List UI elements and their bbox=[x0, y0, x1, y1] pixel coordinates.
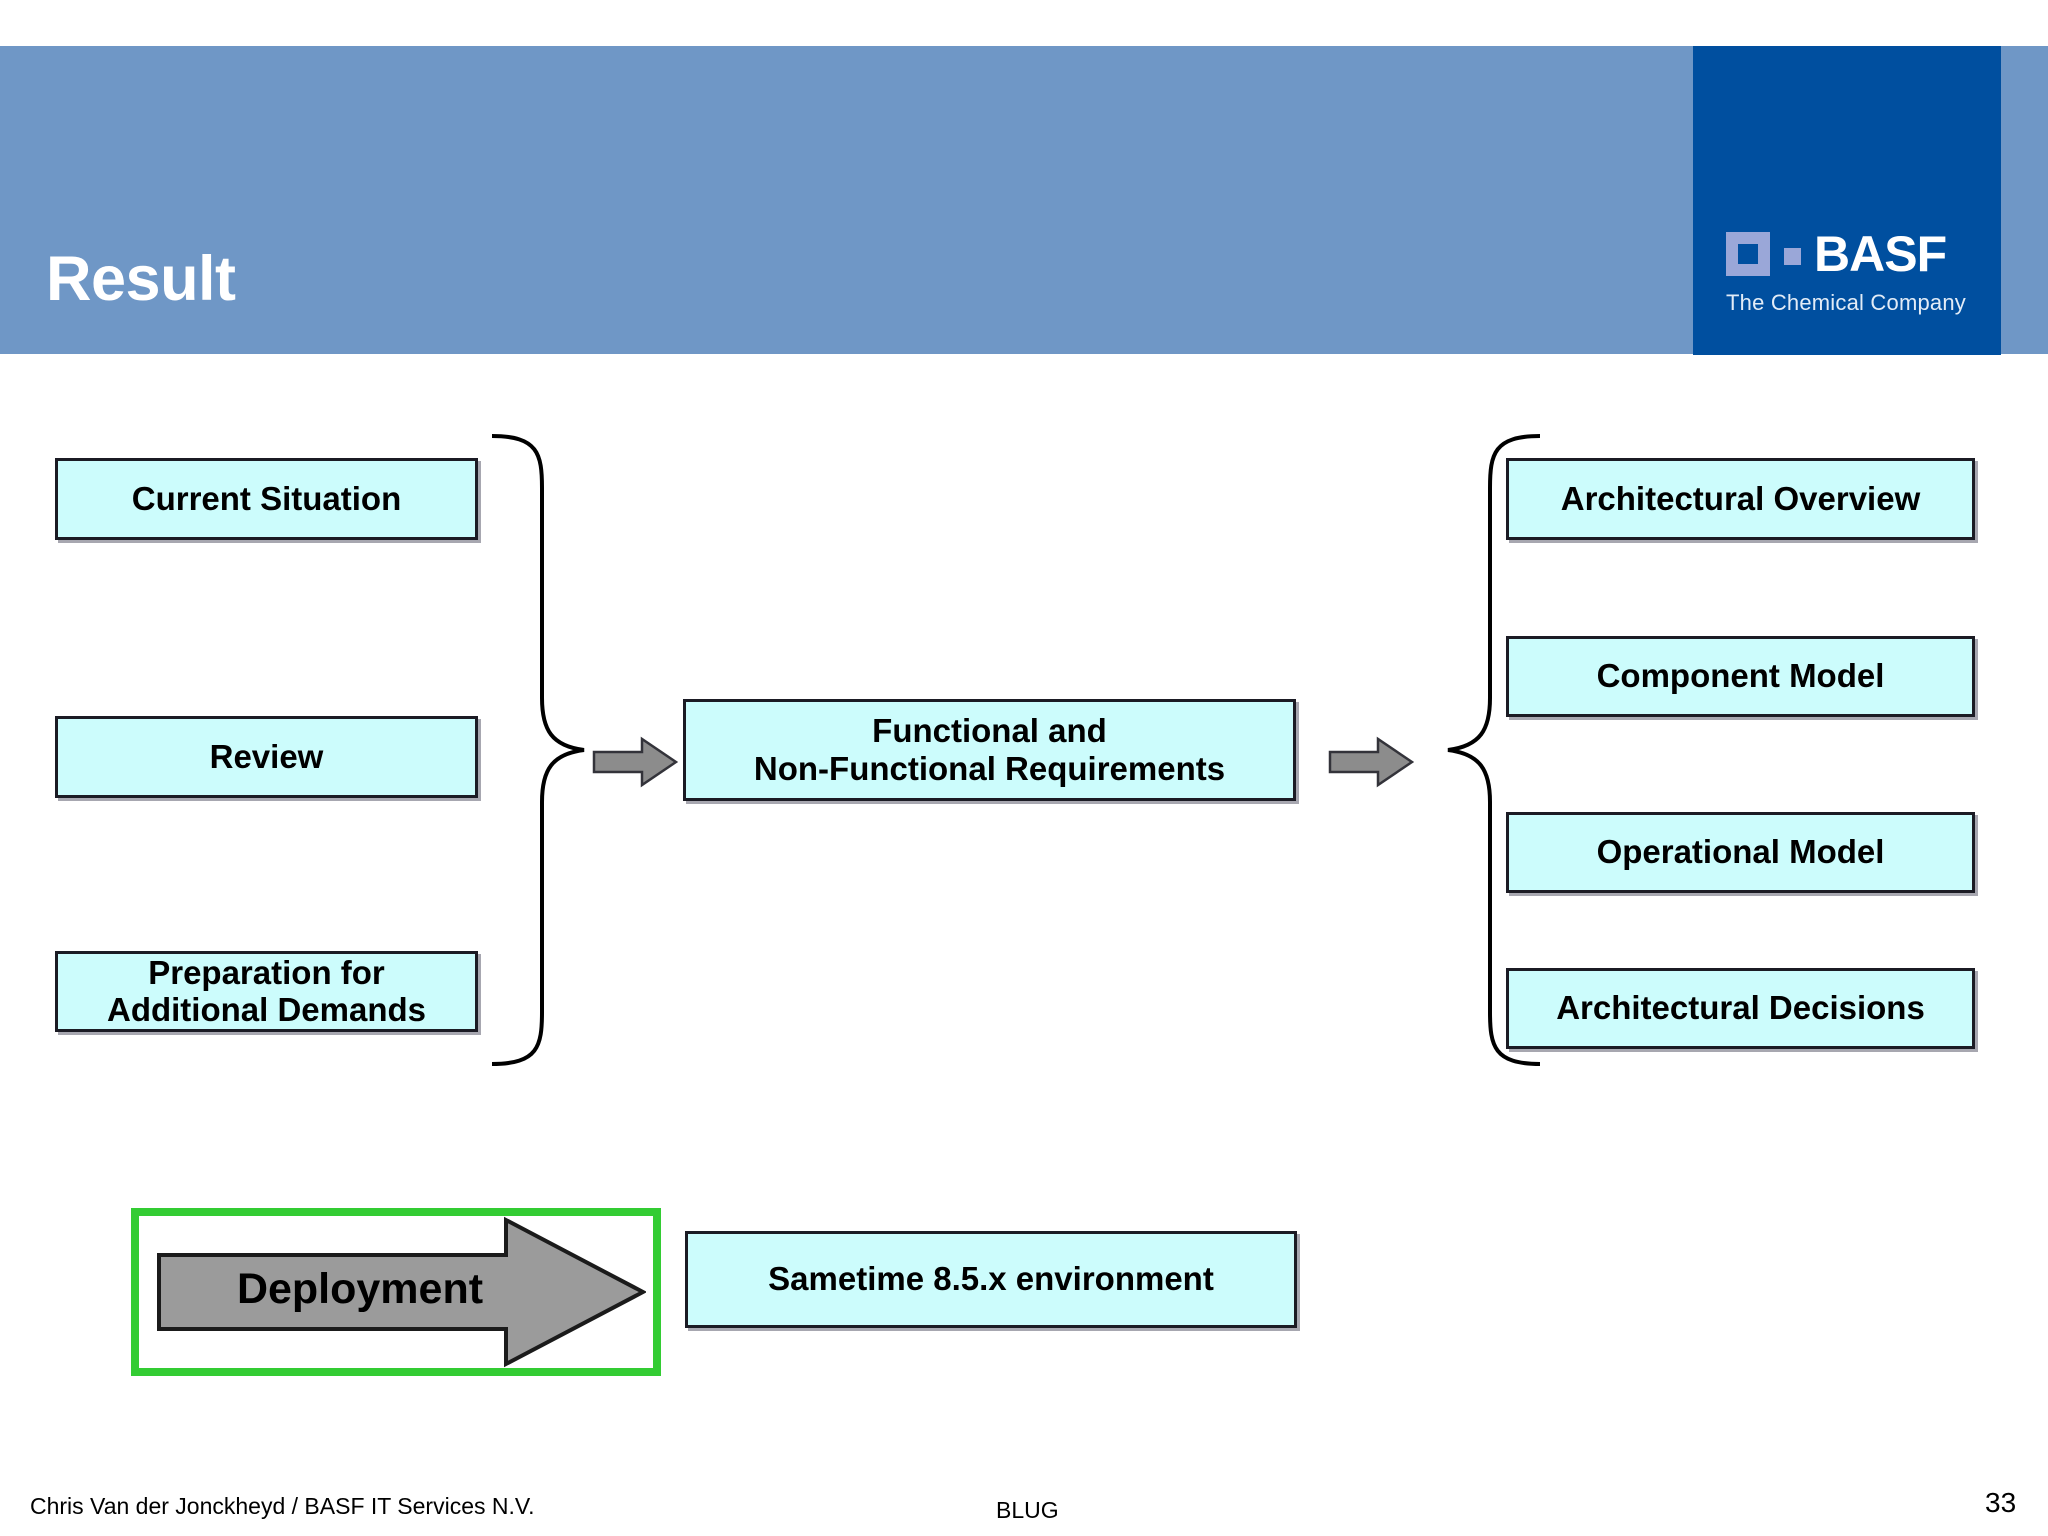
input-box-current-situation: Current Situation bbox=[55, 458, 478, 540]
logo-inner-square-icon bbox=[1738, 244, 1758, 264]
output-box-component-model: Component Model bbox=[1506, 636, 1975, 717]
output-box-operational-model: Operational Model bbox=[1506, 812, 1975, 893]
footer-author: Chris Van der Jonckheyd / BASF IT Servic… bbox=[30, 1493, 535, 1519]
logo-small-square-icon bbox=[1784, 248, 1801, 265]
basf-logo: BASF bbox=[1726, 226, 1971, 282]
input-box-preparation: Preparation for Additional Demands bbox=[55, 951, 478, 1032]
output-box-label: Architectural Decisions bbox=[1556, 989, 1925, 1027]
output-box-architectural-decisions: Architectural Decisions bbox=[1506, 968, 1975, 1049]
brand-panel bbox=[1693, 46, 2001, 355]
center-box-requirements: Functional and Non-Functional Requiremen… bbox=[683, 699, 1296, 801]
center-box-label-line2: Non-Functional Requirements bbox=[753, 750, 1226, 787]
output-box-label: Architectural Overview bbox=[1560, 479, 1921, 517]
deployment-arrow-icon bbox=[157, 1216, 646, 1368]
input-box-label: Current Situation bbox=[131, 479, 402, 517]
input-box-label-line2: Additional Demands bbox=[106, 990, 427, 1028]
right-curly-brace bbox=[1447, 434, 1541, 1066]
deployment-target-box: Sametime 8.5.x environment bbox=[685, 1231, 1297, 1328]
deployment-target-label: Sametime 8.5.x environment bbox=[768, 1260, 1214, 1298]
input-box-label: Review bbox=[209, 737, 324, 775]
input-box-label-line1: Preparation for bbox=[148, 953, 385, 991]
deployment-label: Deployment bbox=[236, 1265, 484, 1313]
left-curly-brace bbox=[491, 434, 585, 1066]
brand-wordmark: BASF bbox=[1814, 226, 1947, 282]
output-box-architectural-overview: Architectural Overview bbox=[1506, 458, 1975, 540]
center-box-label-line1: Functional and bbox=[872, 712, 1107, 750]
input-box-review: Review bbox=[55, 716, 478, 798]
arrow-out-icon bbox=[1328, 736, 1414, 788]
output-box-label: Component Model bbox=[1596, 657, 1885, 695]
output-box-label: Operational Model bbox=[1596, 833, 1885, 871]
brand-tagline: The Chemical Company bbox=[1726, 290, 1966, 315]
arrow-in-icon bbox=[592, 736, 678, 788]
footer-page-number: 33 bbox=[1985, 1487, 2017, 1518]
page-title: Result bbox=[46, 244, 236, 314]
footer-event: BLUG bbox=[996, 1497, 1059, 1523]
logo-outer-square-icon bbox=[1726, 232, 1770, 276]
